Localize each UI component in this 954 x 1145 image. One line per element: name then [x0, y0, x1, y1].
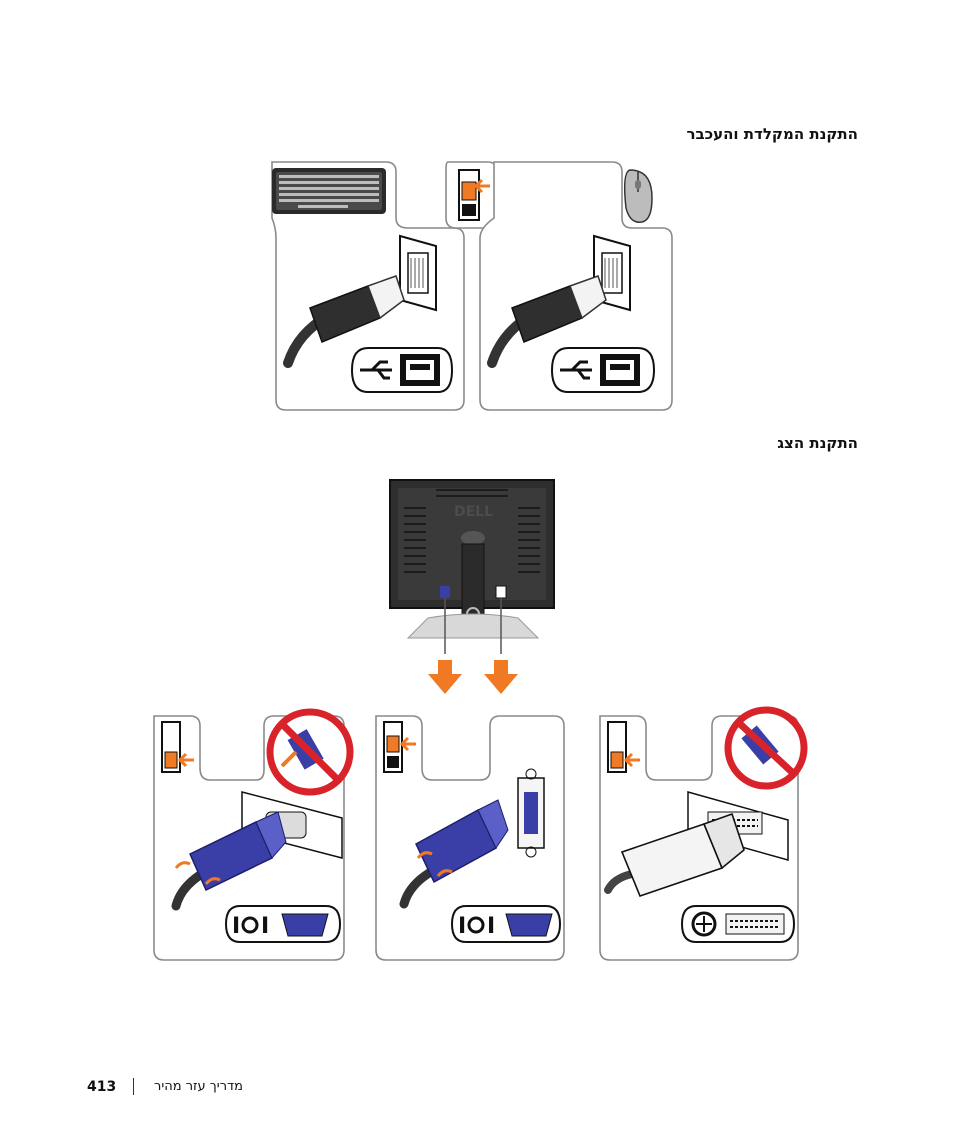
usb-icon	[350, 347, 454, 393]
dvi-icon	[680, 905, 796, 943]
footer-divider	[133, 1078, 134, 1095]
svg-text:I: I	[487, 914, 495, 939]
monitor-back-illustration: DELL	[389, 479, 555, 694]
vga-panel: I I	[375, 715, 565, 961]
svg-text:I: I	[232, 914, 240, 939]
guide-title: מדריך עזר מהיר	[154, 1079, 243, 1094]
keyboard-icon	[272, 168, 386, 214]
arrow-down-icon	[484, 660, 518, 694]
section-heading-display: התקנת הצג	[777, 434, 858, 452]
monitor-logo: DELL	[454, 504, 493, 520]
usb-icon	[550, 347, 656, 393]
computer-tower-icon	[607, 721, 640, 773]
page-number: 413	[87, 1079, 117, 1095]
keyboard-panel	[271, 161, 465, 411]
computer-tower-icon	[445, 161, 497, 229]
dvi-prohibited-panel	[599, 706, 808, 961]
vga-icon: I I	[224, 905, 342, 943]
svg-text:I: I	[458, 914, 466, 939]
vga-prohibited-panel: I I	[153, 708, 354, 961]
mouse-panel	[479, 161, 673, 411]
arrow-down-icon	[428, 660, 462, 694]
prohibited-icon	[724, 706, 808, 790]
vga-icon: I I	[450, 905, 562, 943]
computer-tower-icon	[383, 721, 416, 773]
computer-tower-icon	[161, 721, 194, 773]
prohibited-icon	[266, 708, 354, 796]
section-heading-keyboard-mouse: התקנת המקלדת והעכבר	[686, 125, 858, 143]
mouse-icon	[623, 169, 653, 223]
svg-text:I: I	[261, 914, 269, 939]
keyboard-mouse-illustration	[271, 161, 673, 411]
